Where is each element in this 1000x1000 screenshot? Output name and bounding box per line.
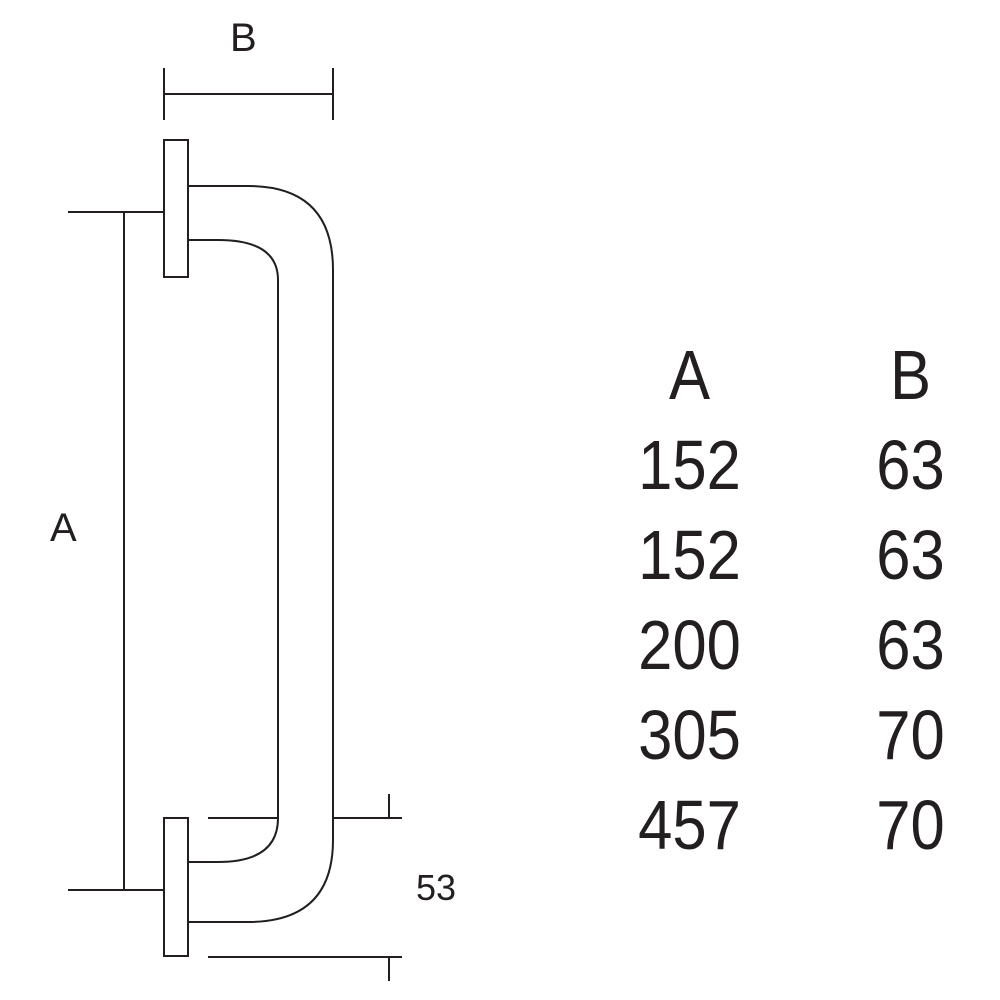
cell-b: 63	[876, 516, 945, 594]
handle-inner-profile	[188, 239, 279, 863]
cell-a: 152	[638, 516, 741, 594]
dimension-a-label: A	[50, 506, 77, 550]
table-row: 200 63	[620, 600, 980, 690]
cell-a: 457	[638, 786, 741, 864]
cell-b: 63	[876, 606, 945, 684]
handle-outer-profile	[188, 185, 334, 923]
table-row: 152 63	[620, 510, 980, 600]
dimension-a	[68, 211, 164, 891]
dimension-b	[163, 68, 334, 120]
table-header: A B	[620, 330, 980, 420]
cell-a: 305	[638, 696, 741, 774]
dimension-depth	[208, 794, 402, 981]
cell-a: 200	[638, 606, 741, 684]
header-a: A	[668, 336, 711, 414]
top-rose-plate	[163, 139, 189, 278]
table-row: 457 70	[620, 780, 980, 870]
table-row: 305 70	[620, 690, 980, 780]
header-b: B	[889, 336, 932, 414]
dimension-table: A B 152 63 152 63 200 63 305 70 457 70	[620, 330, 980, 870]
cell-b: 63	[876, 426, 945, 504]
bottom-rose-plate	[163, 817, 189, 957]
table-row: 152 63	[620, 420, 980, 510]
cell-a: 152	[638, 426, 741, 504]
cell-b: 70	[876, 786, 945, 864]
cell-b: 70	[876, 696, 945, 774]
dimension-depth-label: 53	[416, 867, 457, 908]
dimension-b-label: B	[230, 16, 257, 60]
